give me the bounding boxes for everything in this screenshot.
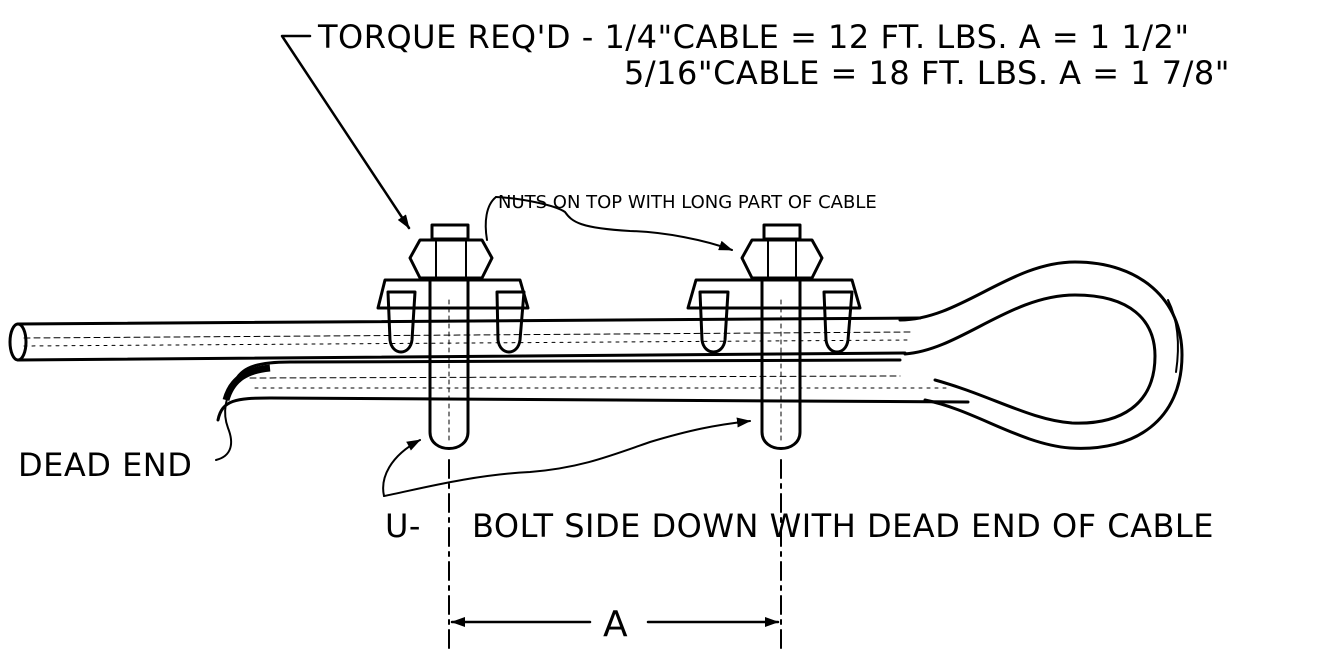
dead-end-label: DEAD END: [18, 446, 192, 484]
nuts-note: NUTS ON TOP WITH LONG PART OF CABLE: [498, 192, 877, 213]
nuts-leader: [484, 196, 733, 251]
dead-end-cable: [216, 358, 970, 422]
dimension-a: [448, 459, 782, 653]
thimble-eye: [898, 260, 1184, 450]
u-bolt-prefix: U-: [385, 507, 421, 545]
torque-note-line-1: TORQUE REQ'D - 1/4"CABLE = 12 FT. LBS. A…: [317, 18, 1190, 56]
u-bolt-note: BOLT SIDE DOWN WITH DEAD END OF CABLE: [472, 507, 1214, 545]
main-cable: [8, 316, 922, 362]
dimension-a-label: A: [603, 604, 628, 645]
torque-note-line-2: 5/16"CABLE = 18 FT. LBS. A = 1 7/8": [624, 54, 1230, 92]
torque-leader: [280, 34, 411, 230]
u-bolt-leader: [382, 417, 751, 497]
cable-clamp-left: [376, 223, 530, 450]
cable-clamp-right: [686, 223, 862, 450]
